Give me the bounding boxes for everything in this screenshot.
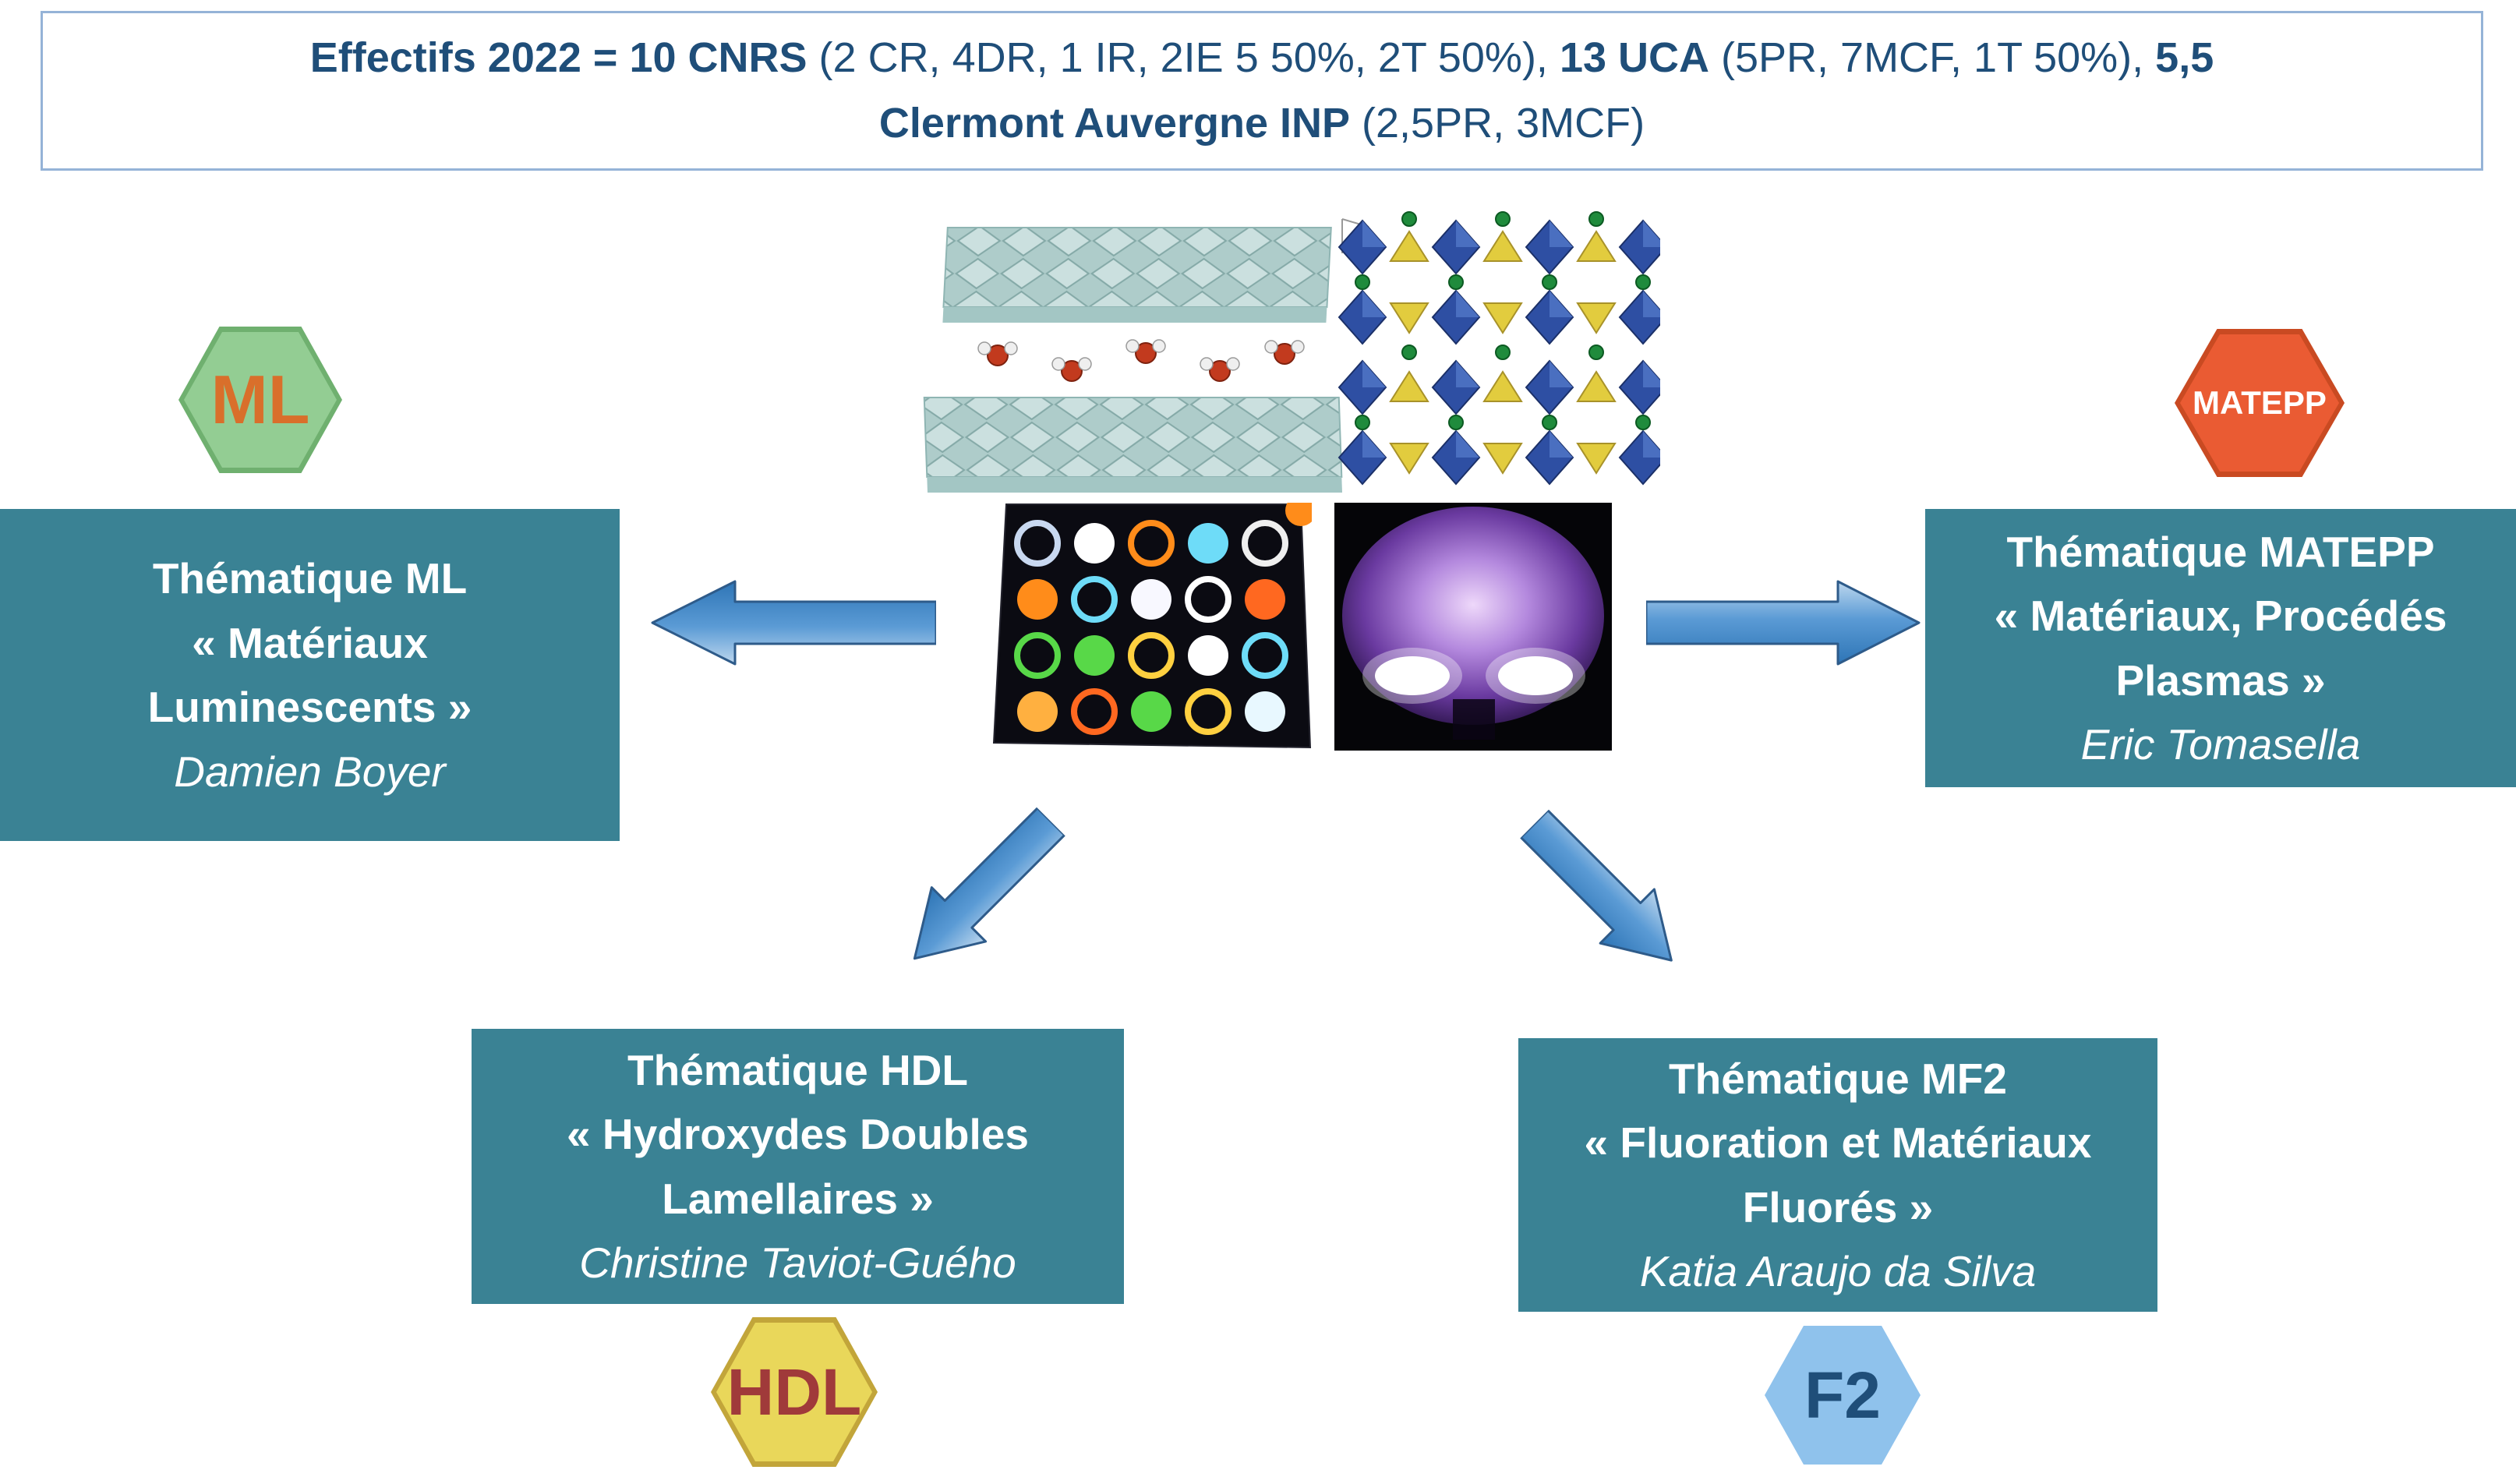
theme-badge-matepp: MATEPP	[2175, 329, 2345, 477]
header-line-2: Clermont Auvergne INP (2,5PR, 3MCF)	[66, 91, 2458, 157]
theme-title: Thématique HDL	[627, 1045, 968, 1094]
theme-title: Thématique MF2	[1669, 1054, 2007, 1103]
theme-subtitle: « Hydroxydes Doubles Lamellaires »	[567, 1110, 1029, 1223]
theme-badge-f2: F2	[1759, 1320, 1926, 1470]
arrow-to-ml	[651, 580, 936, 666]
theme-leader: Christine Taviot-Guého	[579, 1238, 1016, 1287]
theme-box-ml: Thématique ML « Matériaux Luminescents »…	[0, 509, 620, 841]
theme-box-matepp: Thématique MATEPP « Matériaux, Procédés …	[1925, 509, 2516, 787]
theme-leader: Eric Tomasella	[2080, 720, 2361, 768]
header-uca: 13 UCA	[1559, 34, 1709, 81]
theme-leader: Damien Boyer	[174, 747, 446, 796]
theme-title: Thématique MATEPP	[2006, 527, 2435, 576]
ldh-structure-image	[923, 227, 1343, 493]
theme-box-hdl: Thématique HDL « Hydroxydes Doubles Lame…	[472, 1029, 1124, 1304]
arrow-to-matepp	[1646, 580, 1921, 666]
header-inp: Clermont Auvergne INP	[878, 99, 1351, 147]
header-uca-detail: (5PR, 7MCF, 1T 50%),	[1709, 34, 2156, 81]
theme-badge-hdl: HDL	[711, 1317, 878, 1467]
theme-leader: Katia Araujo da Silva	[1639, 1247, 2037, 1295]
arrow-to-hdl	[913, 807, 1066, 960]
plasma-reactor-image	[1334, 503, 1612, 751]
header-inp-count: 5,5	[2155, 34, 2214, 81]
luminescent-samples-image	[992, 503, 1312, 749]
arrow-to-mf2	[1519, 809, 1673, 962]
effectifs-header: Effectifs 2022 = 10 CNRS (2 CR, 4DR, 1 I…	[41, 11, 2483, 171]
theme-subtitle: « Fluoration et Matériaux Fluorés »	[1584, 1118, 2092, 1231]
theme-box-mf2: Thématique MF2 « Fluoration et Matériaux…	[1518, 1038, 2157, 1312]
theme-title: Thématique ML	[152, 554, 468, 602]
theme-subtitle: « Matériaux, Procédés Plasmas »	[1994, 592, 2447, 705]
theme-badge-ml: ML	[178, 327, 342, 473]
header-cnrs-detail: (2 CR, 4DR, 1 IR, 2IE 5 50%, 2T 50%),	[807, 34, 1560, 81]
crystal-structure-image	[1338, 211, 1660, 485]
water-molecules	[977, 339, 1305, 382]
header-effectifs-cnrs: Effectifs 2022 = 10 CNRS	[309, 34, 807, 81]
theme-subtitle: « Matériaux Luminescents »	[147, 618, 472, 732]
header-inp-detail: (2,5PR, 3MCF)	[1350, 99, 1645, 147]
header-line-1: Effectifs 2022 = 10 CNRS (2 CR, 4DR, 1 I…	[66, 26, 2458, 91]
